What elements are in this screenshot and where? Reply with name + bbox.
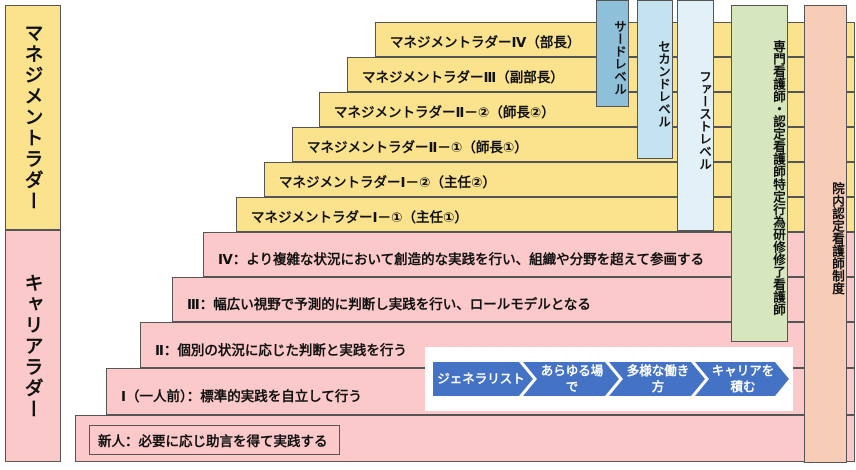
- career-step-3-label: Ⅲ：幅広い視野で予測的に判断し実践を行い、ロールモデルとなる: [187, 297, 591, 313]
- second-level-box: セカンドレベル: [637, 0, 673, 159]
- third-level-box: サードレベル: [596, 0, 629, 107]
- generalist-flow-panel: ジェネラリスト あらゆる場で 多様な働き方 キャリアを積む: [425, 347, 793, 411]
- specialist-nurse-label: 専門看護師・認定看護師: [771, 40, 786, 178]
- flow-step-4: キャリアを積む: [711, 363, 775, 394]
- management-step-1-1-label: マネジメントラダーⅠ－①（主任①）: [251, 210, 468, 226]
- specialist-nurse-box: 専門看護師・認定看護師 特定行為研修修了看護師: [731, 5, 788, 342]
- chevron-4: [695, 362, 789, 396]
- career-step-4-label: Ⅳ：より複雑な状況において創造的な実践を行い、組織や分野を超えて参画する: [218, 252, 704, 268]
- in-house-certification-box: 院内認定看護師制度: [804, 5, 847, 463]
- specified-acts-label: 特定行為研修修了看護師: [771, 177, 786, 316]
- management-step-2-2-label: マネジメントラダーⅡ－②（師長②）: [334, 105, 555, 121]
- new-nurse-box: 新人：必要に応じ助言を得て実践する: [89, 425, 340, 455]
- chevron-3: [609, 362, 705, 396]
- flow-step-2: あらゆる場で: [540, 363, 604, 394]
- first-level-box: ファーストレベル: [677, 0, 714, 231]
- chevron-2: [523, 362, 619, 396]
- flow-step-3: 多様な働き方: [626, 363, 690, 394]
- management-step-2-1-label: マネジメントラダーⅡ－①（師長①）: [307, 140, 528, 156]
- flow-step-1: ジェネラリスト: [437, 371, 525, 386]
- chevron-arrows: [433, 362, 789, 396]
- management-step-3-label: マネジメントラダーⅢ（副部長）: [362, 70, 564, 86]
- management-step-4-label: マネジメントラダーⅣ（部長）: [390, 35, 581, 51]
- career-step-2-label: Ⅱ：個別の状況に応じた判断と実践を行う: [155, 343, 407, 359]
- chevron-1: [433, 362, 533, 396]
- management-ladder-title: マネジメントラダー: [5, 5, 61, 230]
- career-step-new-label: 新人：必要に応じ助言を得て実践する: [98, 434, 328, 450]
- career-step-1-label: Ⅰ（一人前）：標準的実践を自立して行う: [121, 389, 362, 405]
- management-step-1-2-label: マネジメントラダーⅠ－②（主任②）: [279, 175, 496, 191]
- career-ladder-title: キャリアラダー: [5, 230, 61, 462]
